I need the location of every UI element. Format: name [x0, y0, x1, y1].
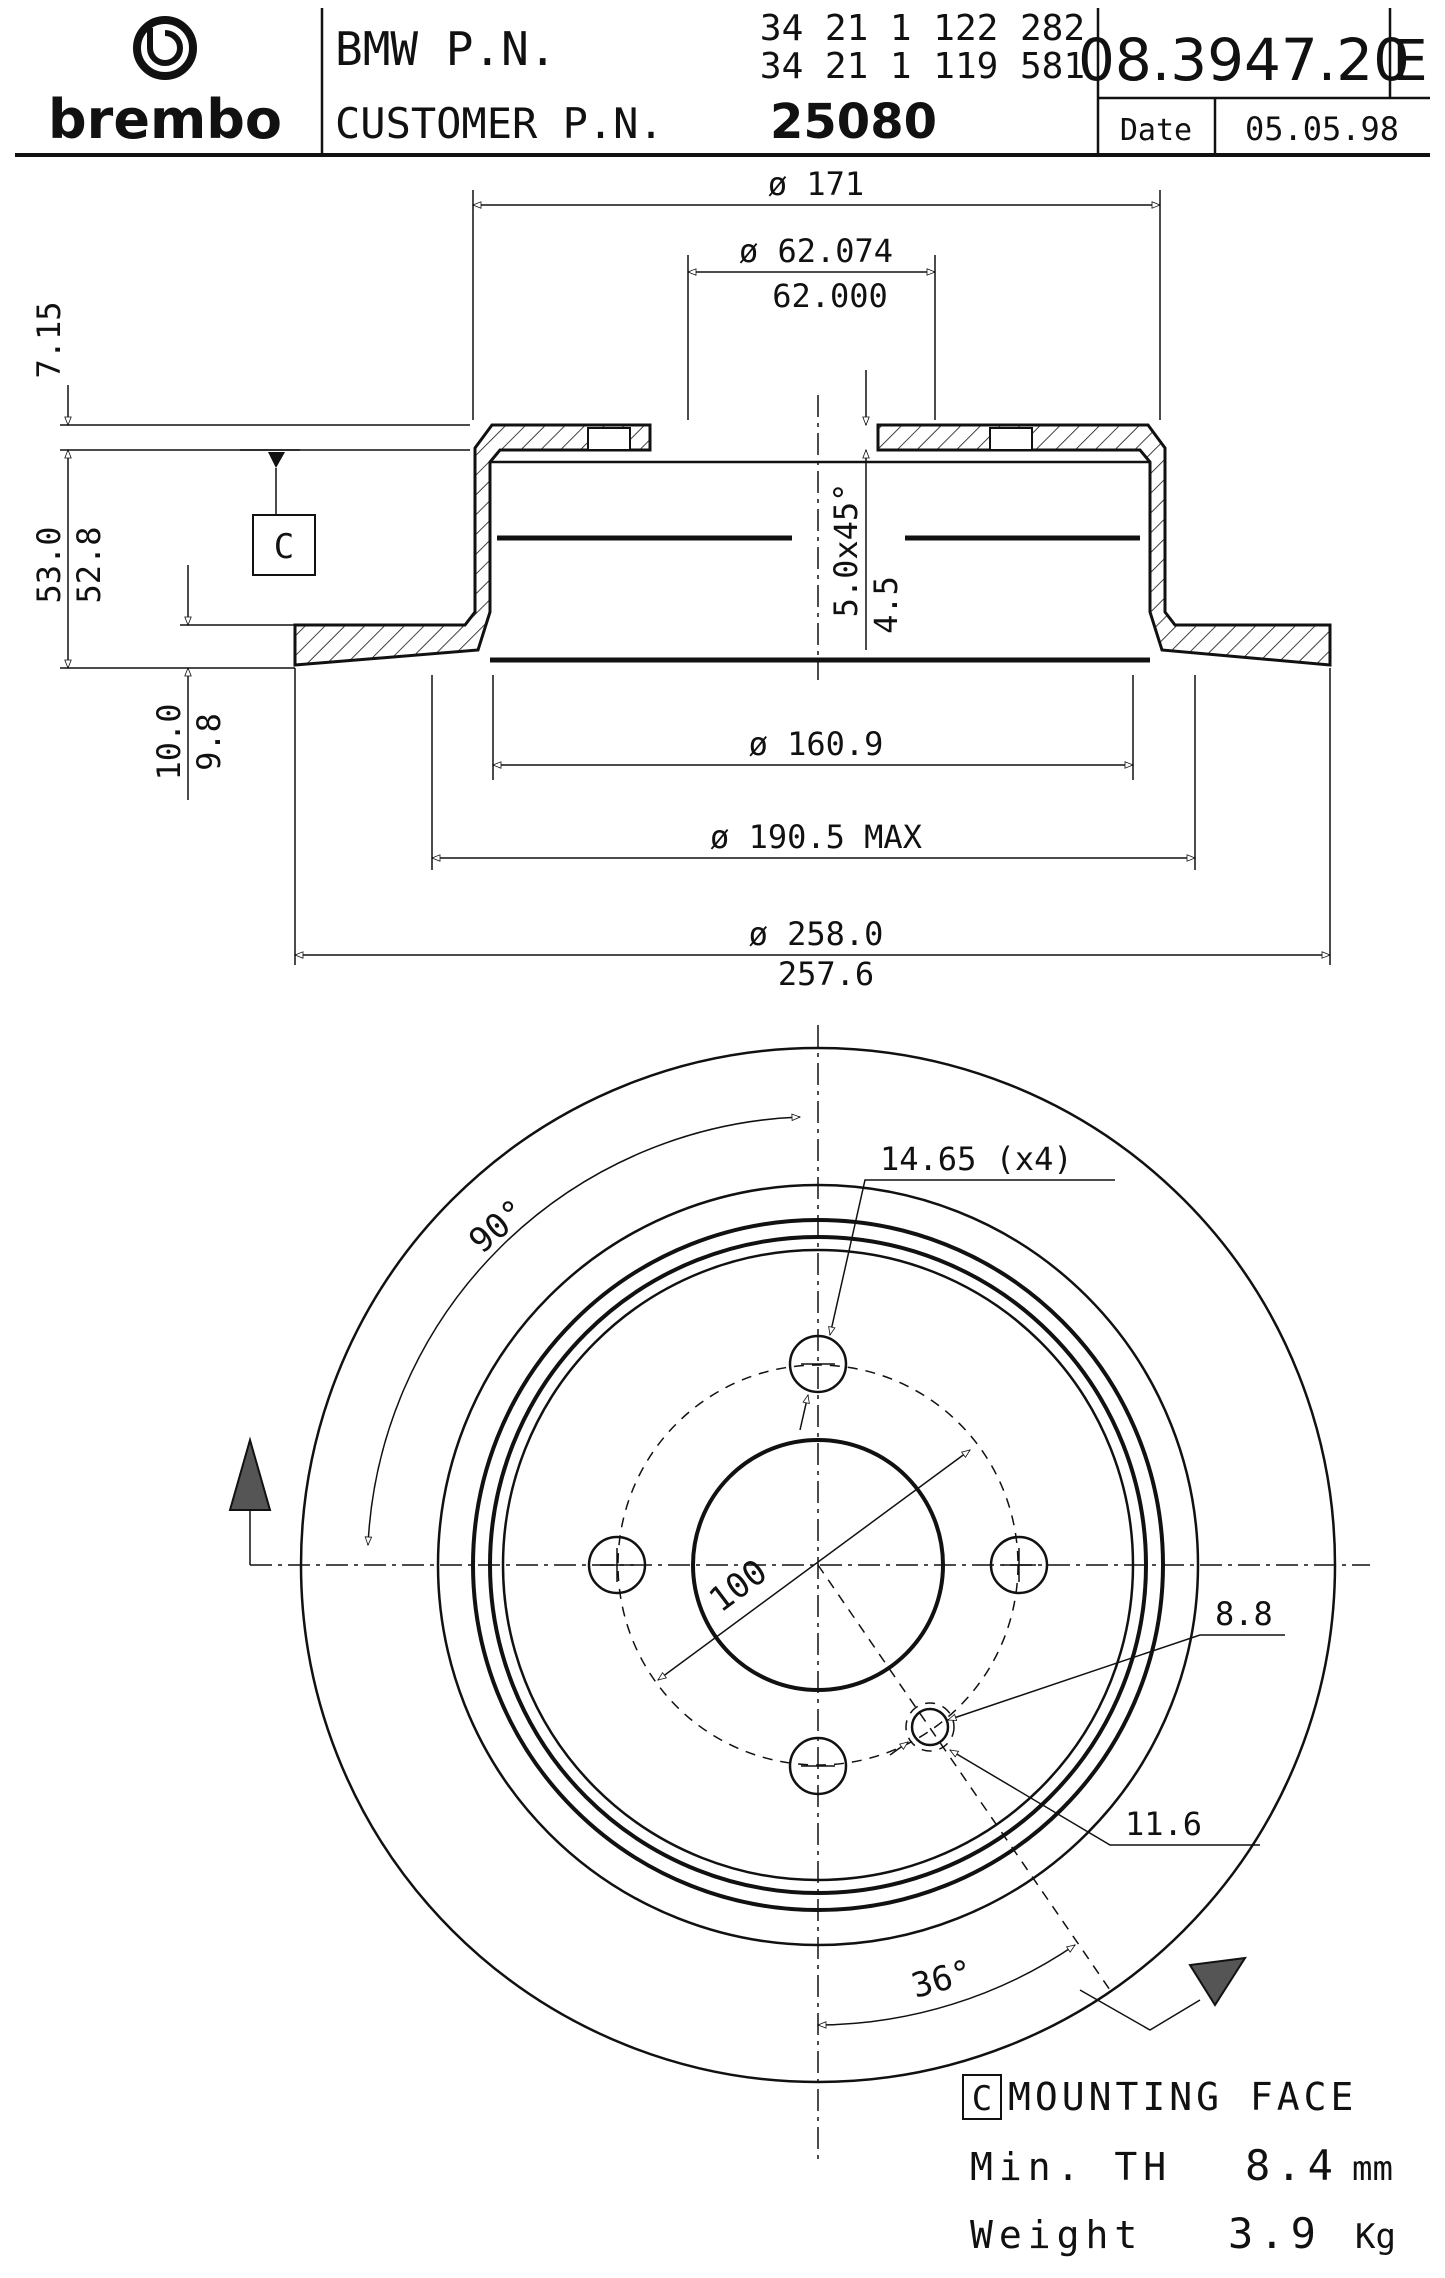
datum-c-label: C: [274, 527, 294, 567]
title-block: brembo BMW P.N. 34 21 1 122 282 34 21 1 …: [15, 8, 1430, 157]
date-value: 05.05.98: [1245, 110, 1399, 148]
revision-letter: E: [1392, 29, 1427, 94]
bmw-pn-1: 34 21 1 122 282: [760, 8, 1085, 49]
angle-90: 90°: [462, 1192, 535, 1262]
customer-pn-label: CUSTOMER P.N.: [335, 99, 664, 148]
mounting-face-label: MOUNTING FACE: [1008, 2075, 1357, 2119]
min-thickness-value: 8.4: [1245, 2141, 1339, 2190]
dim-62-074: ø 62.074: [739, 232, 893, 270]
dim-53-0: 53.0: [30, 526, 68, 603]
weight-unit: Kg: [1355, 2217, 1396, 2257]
dim-52-8: 52.8: [70, 526, 108, 603]
date-label: Date: [1120, 113, 1192, 148]
brand-wordmark: brembo: [48, 88, 282, 151]
bmw-pn-label: BMW P.N.: [335, 22, 557, 76]
weight-value: 3.9: [1228, 2209, 1322, 2258]
customer-pn-value: 25080: [770, 94, 937, 150]
hole-diameter-14-65: 14.65 (x4): [880, 1140, 1073, 1178]
angle-36: 36°: [907, 1952, 977, 2007]
dim-171: ø 171: [768, 165, 864, 203]
min-thickness-label: Min. TH: [970, 2145, 1172, 2189]
bmw-pn-2: 34 21 1 119 581: [760, 46, 1085, 87]
notes-datum-c: C: [972, 2079, 992, 2119]
section-arrow-up-icon: [228, 1436, 272, 1511]
dim-10-0: 10.0: [150, 703, 188, 780]
dim-11-6: 11.6: [1125, 1805, 1202, 1843]
section-arrow-diag-icon: [1188, 1956, 1247, 2007]
disc-profile-right: [876, 423, 1332, 667]
dim-160-9: ø 160.9: [749, 725, 884, 763]
notes-block: C MOUNTING FACE Min. TH 8.4 mm Weight 3.…: [962, 2074, 1396, 2258]
brembo-part-number: 08.3947.20: [1078, 26, 1410, 94]
dim-4-5: 4.5: [867, 576, 905, 634]
brembo-logo: [133, 16, 197, 80]
chamfer-5x45: 5.0x45°: [827, 483, 865, 618]
dim-8-8: 8.8: [1215, 1595, 1273, 1633]
dim-9-8: 9.8: [190, 713, 228, 771]
dim-190-5-max: ø 190.5 MAX: [710, 818, 922, 856]
dim-258-0: ø 258.0: [749, 915, 884, 953]
weight-label: Weight: [970, 2213, 1143, 2257]
dim-62-000: 62.000: [772, 277, 888, 315]
dim-7-15: 7.15: [30, 301, 68, 378]
dim-257-6: 257.6: [778, 955, 874, 993]
pcd-100: 100: [702, 1552, 775, 1621]
section-view: ø 171 ø 62.074 62.000 7.15 53.0 52.8 C 5…: [30, 165, 1332, 993]
front-view: 90° 14.65 (x4) 100 8.8 11.6 36°: [228, 1025, 1370, 2160]
min-thickness-unit: mm: [1352, 2149, 1393, 2189]
